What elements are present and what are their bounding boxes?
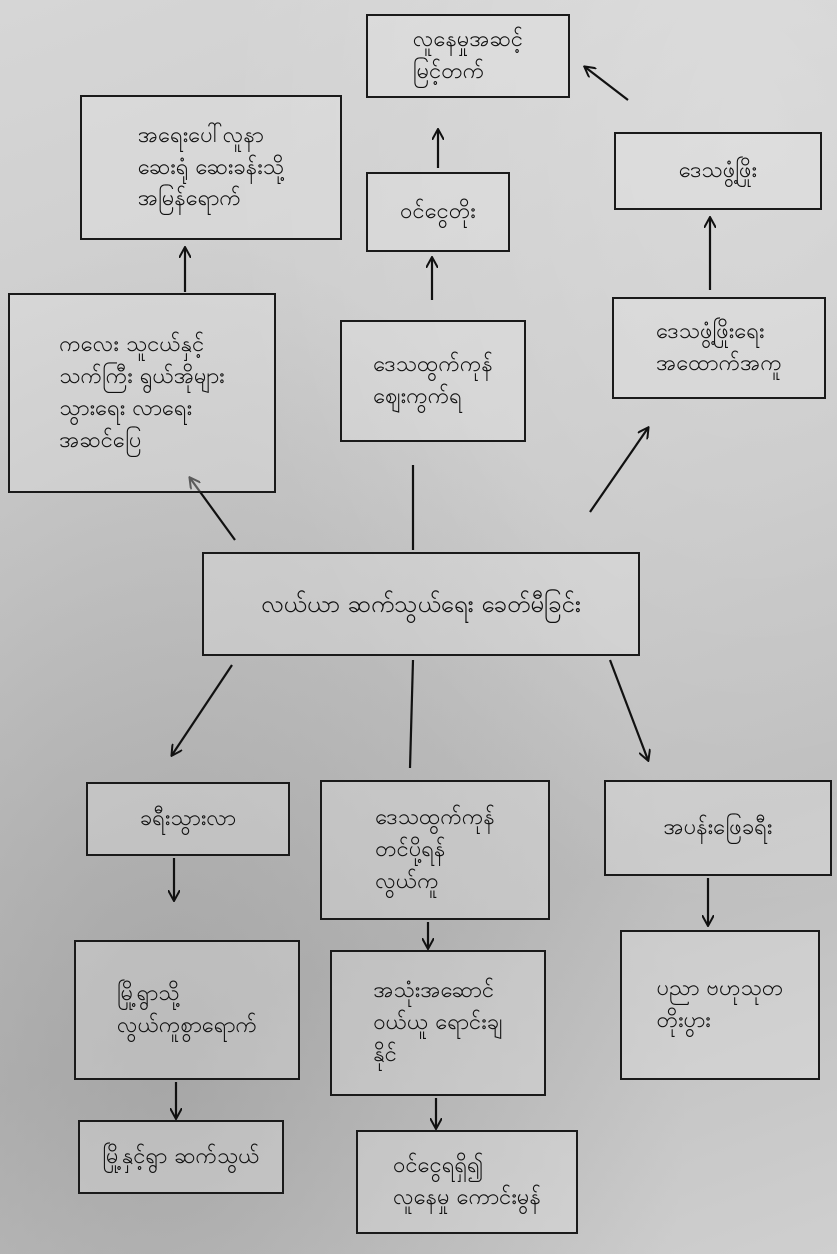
- box-leisure-text: အပန်းဖြေခရီး: [663, 815, 773, 841]
- box-buy-sell-text: အသုံးအဆောင် ဝယ်ယူ ရောင်းချ နိုင်: [373, 978, 503, 1067]
- box-emergency-text: အရေးပေါ်လူနာ ဆေးရုံ ဆေးခန်းသို့ အမြန်ရော…: [137, 122, 285, 212]
- box-income-increase: ဝင်ငွေတိုး: [366, 172, 510, 252]
- arrow-center-to-right-a: [589, 428, 648, 513]
- box-local-products-text: ဒေသထွက်ကုန် ဈေးကွက်ရ: [373, 352, 493, 409]
- box-children-text: ကလေး သူငယ်နှင့် သက်ကြီး ရွယ်အိုများ သွား…: [59, 332, 225, 453]
- box-emergency-hospital: အရေးပေါ်လူနာ ဆေးရုံ ဆေးခန်းသို့ အမြန်ရော…: [80, 95, 342, 240]
- box-region-support-text: ဒေသဖွံ့ဖြိုးရေး အထောက်အကူ: [656, 319, 782, 376]
- box-town-village-link: မြို့နှင့်ရွာ ဆက်သွယ်: [78, 1120, 284, 1194]
- box-better-living: ဝင်ငွေရရှိ၍ လူနေမှု ကောင်းမွန်: [356, 1130, 578, 1234]
- box-children-elderly-travel: ကလေး သူငယ်နှင့် သက်ကြီး ရွယ်အိုများ သွား…: [8, 293, 276, 493]
- box-travel: ခရီးသွားလာ: [86, 782, 290, 856]
- box-buy-sell-goods: အသုံးအဆောင် ဝယ်ယူ ရောင်းချ နိုင်: [330, 950, 546, 1096]
- box-income-text: ဝင်ငွေတိုး: [400, 199, 476, 225]
- box-better-living-text: ဝင်ငွေရရှိ၍ လူနေမှု ကောင်းမွန်: [393, 1153, 541, 1210]
- arrow-center-to-bottom-left: [172, 664, 233, 755]
- box-export-text: ဒေသထွက်ကုန် တင်ပို့ရန် လွယ်ကူ: [375, 805, 495, 894]
- box-region-developed-text: ဒေသဖွံ့ဖြိုး: [678, 158, 758, 184]
- box-local-products-export: ဒေသထွက်ကုန် တင်ပို့ရန် လွယ်ကူ: [320, 780, 550, 920]
- box-center-text: လယ်ယာ ဆက်သွယ်ရေး ခေတ်မီခြင်း: [261, 589, 581, 618]
- box-local-products-market: ဒေသထွက်ကုန် ဈေးကွက်ရ: [340, 320, 526, 442]
- box-region-development-support: ဒေသဖွံ့ဖြိုးရေး အထောက်အကူ: [612, 297, 826, 399]
- box-outcome-living-standard: လူနေမှုအဆင့် မြင့်တက်: [366, 14, 570, 98]
- arrow-right-b-to-outcome: [585, 67, 629, 101]
- box-leisure-trip: အပန်းဖြေခရီး: [604, 780, 832, 876]
- box-center-topic: လယ်ယာ ဆက်သွယ်ရေး ခေတ်မီခြင်း: [202, 552, 640, 656]
- box-outcome-text: လူနေမှုအဆင့် မြင့်တက်: [412, 27, 524, 84]
- arrow-center-to-bottom-right: [608, 659, 648, 760]
- box-knowledge-text: ပညာ ဗဟုသုတ တိုးပွား: [656, 976, 784, 1033]
- box-reach-town: မြို့ရွာသို့ လွယ်ကူစွာရောက်: [74, 940, 300, 1080]
- box-knowledge-growth: ပညာ ဗဟုသုတ တိုးပွား: [620, 930, 820, 1080]
- box-town-village-text: မြို့နှင့်ရွာ ဆက်သွယ်: [102, 1144, 260, 1170]
- box-reach-town-text: မြို့ရွာသို့ လွယ်ကူစွာရောက်: [116, 981, 258, 1038]
- arrow-center-to-left-a: [190, 478, 236, 541]
- line-center-to-bottom-mid: [408, 659, 415, 769]
- box-travel-text: ခရီးသွားလာ: [139, 806, 237, 832]
- box-region-developed: ဒေသဖွံ့ဖြိုး: [614, 132, 822, 210]
